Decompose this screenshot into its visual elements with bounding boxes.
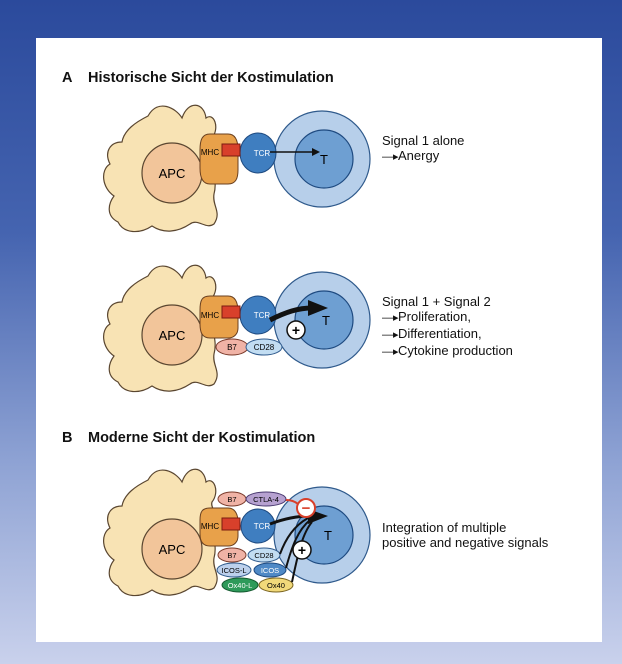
caption-3-line2: positive and negative signals	[382, 535, 548, 550]
mhc-label-3: MHC	[201, 522, 219, 531]
apc-label-3: APC	[159, 542, 186, 557]
ox40l-label-3: Ox40-L	[228, 581, 253, 590]
b7-top-label-3: B7	[227, 495, 236, 504]
ox40-label-3: Ox40	[267, 581, 285, 590]
tcr-label-3: TCR	[254, 522, 271, 531]
cd28-label-3: CD28	[254, 551, 273, 560]
ctla4-label-3: CTLA-4	[253, 495, 279, 504]
minus-symbol-3: −	[302, 500, 311, 517]
b7-label-3: B7	[227, 551, 236, 560]
plus-symbol-3: +	[298, 542, 306, 558]
t-label-3: T	[324, 528, 332, 543]
caption-3: Integration of multiple positive and neg…	[382, 520, 548, 550]
diagram-3: APC T B7 CTLA-4 MHC TCR B7 CD28 ICOS-L I…	[36, 38, 602, 642]
caption-3-line1: Integration of multiple	[382, 520, 548, 535]
peptide-3	[222, 518, 240, 530]
icos-label-3: ICOS	[261, 566, 279, 575]
icosl-label-3: ICOS-L	[221, 566, 246, 575]
